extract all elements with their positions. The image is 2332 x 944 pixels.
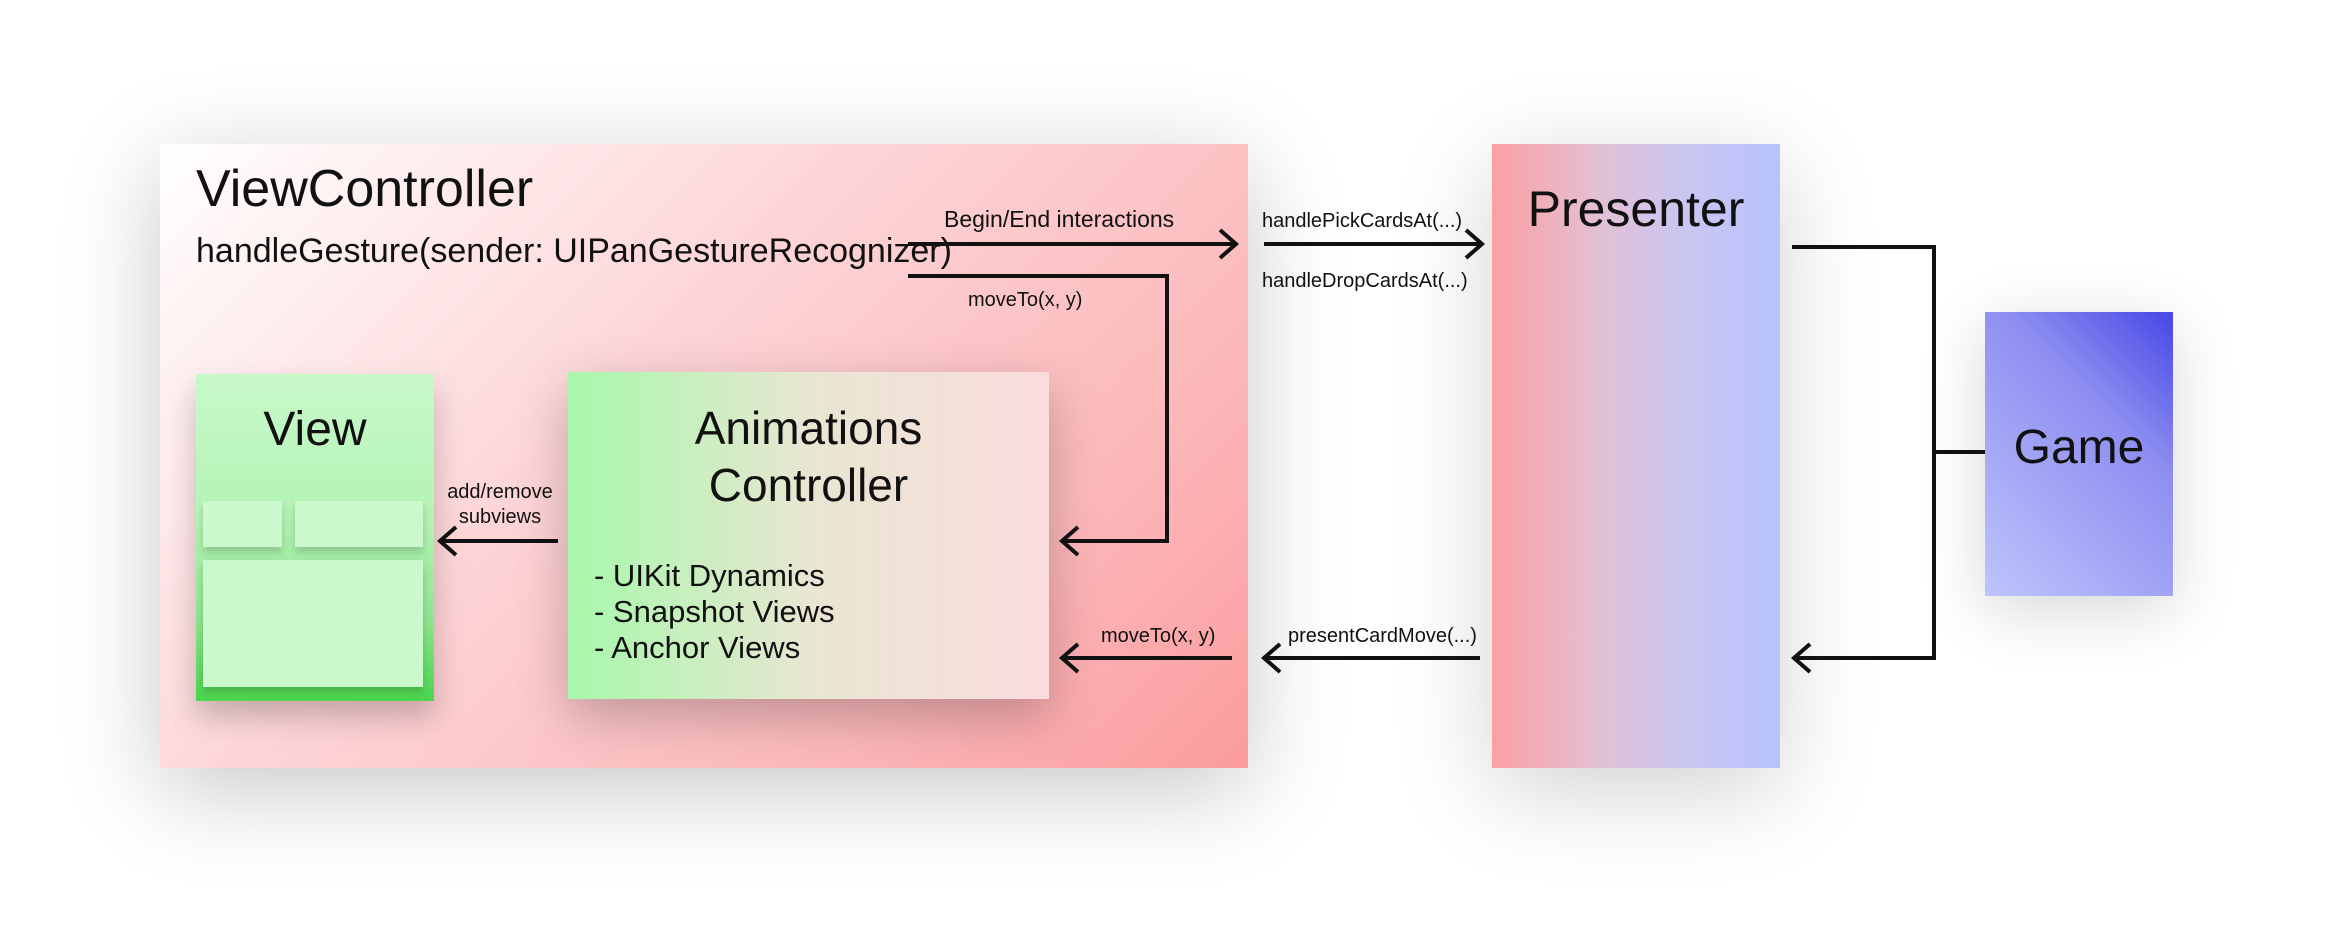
label-move-to-bottom: moveTo(x, y) <box>1101 625 1216 647</box>
animations-feature-list: - UIKit Dynamics - Snapshot Views - Anch… <box>594 558 835 666</box>
label-add-remove-line2: subviews <box>458 506 542 528</box>
arrow-move-to-bottom <box>1058 642 1232 674</box>
view-controller-box: ViewController handleGesture(sender: UIP… <box>160 144 1248 768</box>
animations-controller-box: Animations Controller - UIKit Dynamics -… <box>568 372 1049 699</box>
label-add-remove-subviews: add/remove subviews <box>430 480 570 530</box>
animations-controller-title-line1: Animations <box>694 402 923 454</box>
feature-snapshot-views: - Snapshot Views <box>594 594 835 629</box>
presenter-title: Presenter <box>1527 181 1745 237</box>
presenter-box: Presenter <box>1492 144 1780 768</box>
label-handle-drop-cards: handleDropCardsAt(...) <box>1262 270 1468 292</box>
arrow-present-card-move <box>1260 642 1480 674</box>
view-controller-title: ViewController <box>196 160 534 218</box>
animations-controller-title-line2: Controller <box>708 459 909 511</box>
label-add-remove-line1: add/remove <box>447 481 553 503</box>
feature-uikit-dynamics: - UIKit Dynamics <box>594 558 825 593</box>
arrow-handle-cards-to-presenter <box>1264 228 1486 260</box>
arrow-move-to-animations <box>908 274 1169 557</box>
view-title: View <box>263 403 367 456</box>
arrow-add-remove-subviews <box>436 525 558 557</box>
label-present-card-move: presentCardMove(...) <box>1288 625 1477 647</box>
label-begin-end-interactions: Begin/End interactions <box>944 206 1175 232</box>
subview-large <box>203 560 423 687</box>
view-box: View <box>196 374 434 701</box>
arrow-game-bracket <box>1790 245 1985 674</box>
label-move-to-top: moveTo(x, y) <box>968 289 1083 311</box>
feature-anchor-views: - Anchor Views <box>594 630 801 665</box>
label-handle-pick-cards: handlePickCardsAt(...) <box>1262 210 1463 232</box>
subview-small <box>203 501 282 547</box>
animations-controller-title: Animations Controller <box>568 400 1049 514</box>
arrow-begin-end-interactions <box>908 228 1240 260</box>
subview-medium <box>295 501 423 547</box>
game-box: Game <box>1985 312 2173 596</box>
game-title: Game <box>2013 421 2145 474</box>
handle-gesture-method: handleGesture(sender: UIPanGestureRecogn… <box>196 232 952 270</box>
